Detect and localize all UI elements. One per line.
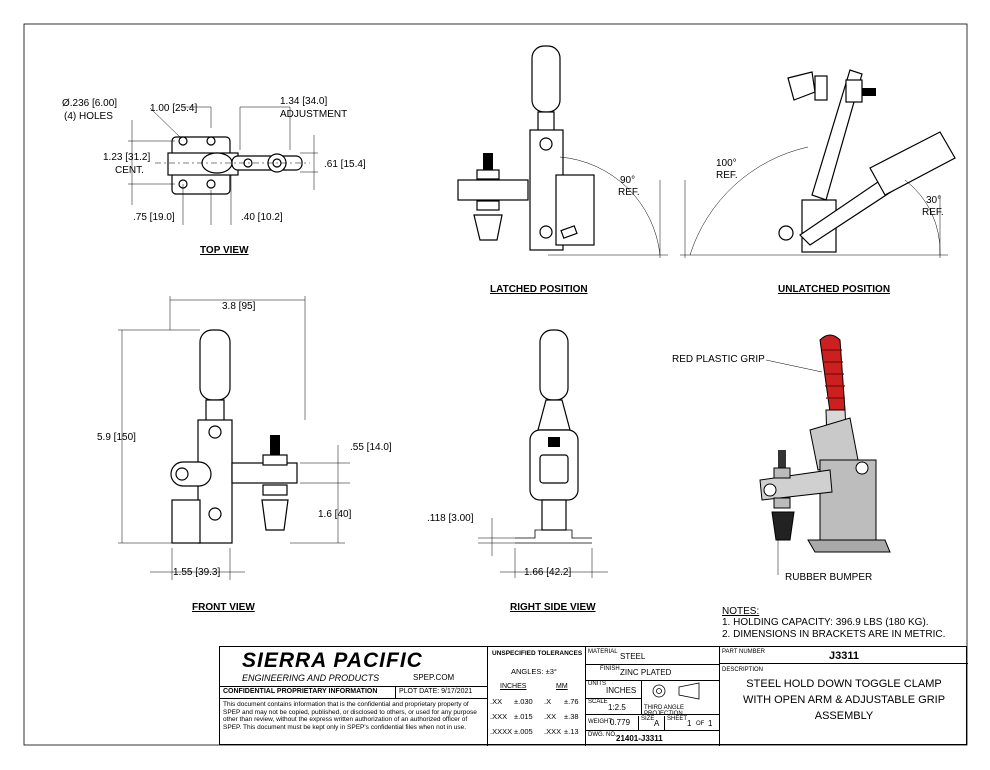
material-label: MATERIAL: [588, 649, 618, 655]
tolerance-cell: ±.13: [564, 727, 579, 736]
company-subtitle: ENGINEERING AND PRODUCTS: [242, 673, 380, 683]
dim-1-00: 1.00 [25.4]: [150, 103, 197, 114]
dim-angle-90: 90°: [620, 175, 635, 186]
notes: NOTES: 1. HOLDING CAPACITY: 396.9 LBS (1…: [722, 606, 945, 640]
callout-bumper: RUBBER BUMPER: [785, 572, 872, 583]
callout-grip: RED PLASTIC GRIP: [672, 354, 765, 365]
dim-center-label: CENT.: [115, 165, 144, 176]
top-view: Ø.236 [6.00] (4) HOLES 1.00 [25.4] 1.34 …: [62, 96, 366, 256]
tolerance-cell: .XXX: [544, 727, 562, 736]
notes-heading: NOTES:: [722, 606, 759, 617]
unlatched-view: 100° REF. 30° REF. UNLATCHED POSITION: [680, 69, 956, 295]
description-line-2: WITH OPEN ARM & ADJUSTABLE GRIP: [742, 694, 946, 706]
size-value: A: [654, 719, 660, 728]
latched-title: LATCHED POSITION: [490, 284, 588, 295]
description-label: DESCRIPTION: [722, 667, 764, 673]
sheet-value: 1: [687, 719, 692, 728]
dim-0-55: .55 [14.0]: [350, 442, 392, 453]
part-number: J3311: [829, 650, 859, 662]
tolerance-cell: .XXX: [490, 712, 508, 721]
confidential-text: This document contains information that …: [220, 699, 488, 746]
scale-value: 1:2.5: [608, 703, 626, 712]
top-view-title: TOP VIEW: [200, 245, 249, 256]
dim-height-5-9: 5.9 [150]: [97, 432, 136, 443]
unlatched-title: UNLATCHED POSITION: [778, 284, 890, 295]
units-value: INCHES: [606, 686, 637, 695]
dim-angle-90-ref: REF.: [618, 187, 640, 198]
finish-value: ZINC PLATED: [620, 668, 672, 677]
tolerance-cell: ±.38: [564, 712, 579, 721]
projection-label: THIRD ANGLE PROJECTION: [644, 705, 685, 717]
dim-hole-count: (4) HOLES: [64, 111, 113, 122]
finish-label: FINISH: [600, 666, 620, 672]
tolerance-row: .XXX ±.015 .XX ±.38: [490, 712, 586, 727]
units-label: UNITS: [588, 681, 606, 687]
latched-view: 90° REF. LATCHED POSITION: [457, 45, 668, 295]
confidential-heading: CONFIDENTIAL PROPRIETARY INFORMATION: [220, 687, 396, 699]
sheet-label: SHEET: [664, 716, 687, 730]
scale-label: SCALE: [588, 699, 608, 705]
part-number-label: PART NUMBER: [722, 649, 766, 655]
weight-label: WEIGHT: [588, 719, 612, 725]
tol-inches: INCHES: [500, 683, 527, 690]
tolerance-cell: ±.015: [514, 712, 533, 721]
tolerance-cell: .X: [544, 697, 552, 706]
dim-0-40: .40 [10.2]: [241, 212, 283, 223]
right-side-view-title: RIGHT SIDE VIEW: [510, 602, 596, 613]
tol-heading: UNSPECIFIED TOLERANCES: [492, 650, 583, 657]
material-value: STEEL: [620, 652, 646, 661]
dim-adjustment: 1.34 [34.0]: [280, 96, 327, 107]
weight-value: 0.779: [610, 718, 631, 727]
title-block: SIERRA PACIFIC ENGINEERING AND PRODUCTS …: [219, 646, 968, 746]
dim-1-66: 1.66 [42.2]: [524, 567, 571, 578]
dim-angle-100: 100°: [716, 158, 737, 169]
tolerance-cell: .XXXX: [490, 727, 513, 736]
tolerance-cell: .XX: [490, 697, 503, 706]
tolerance-cell: .XX: [544, 712, 557, 721]
tol-angles: ANGLES: ±3°: [511, 667, 557, 676]
tolerance-row: .XXXX±.005 .XXX±.13: [490, 727, 586, 742]
dim-width-3-8: 3.8 [95]: [222, 301, 256, 312]
dim-angle-30-ref: REF.: [922, 207, 944, 218]
company-name: SIERRA PACIFIC: [242, 649, 423, 672]
note-1: 1. HOLDING CAPACITY: 396.9 LBS (180 KG).: [722, 617, 929, 628]
dwg-value: 21401-J3311: [616, 734, 663, 743]
tolerance-cell: ±.76: [564, 697, 579, 706]
tolerance-cell: ±.005: [514, 727, 533, 736]
tol-mm: MM: [556, 683, 568, 690]
isometric-view: RED PLASTIC GRIP RUBBER BUMPER: [672, 334, 891, 583]
sheet-of-label: OF: [696, 721, 705, 727]
right-side-view: .118 [3.00] 1.66 [42.2] RIGHT SIDE VIEW: [427, 329, 608, 613]
dim-0-61: .61 [15.4]: [324, 159, 366, 170]
size-label: SIZE: [638, 716, 654, 730]
front-view: 3.8 [95] 5.9 [150] .55 [14.0] 1.6 [40] 1…: [97, 296, 392, 613]
dim-1-55: 1.55 [39.3]: [173, 567, 220, 578]
sheet-total: 1: [708, 719, 713, 728]
dim-angle-30: 30°: [926, 195, 941, 206]
dim-0-75: .75 [19.0]: [133, 212, 175, 223]
dwg-label: DWG. NO.: [588, 732, 617, 738]
projection-symbol: THIRD ANGLE PROJECTION: [641, 680, 720, 717]
note-2: 2. DIMENSIONS IN BRACKETS ARE IN METRIC.: [722, 629, 945, 640]
plot-date: PLOT DATE: 9/17/2021: [396, 687, 488, 699]
dim-adjustment-label: ADJUSTMENT: [280, 109, 347, 120]
dim-1-6: 1.6 [40]: [318, 509, 352, 520]
dim-0-118: .118 [3.00]: [427, 513, 474, 524]
description-line-1: STEEL HOLD DOWN TOGGLE CLAMP: [746, 678, 942, 690]
dim-center: 1.23 [31.2]: [103, 152, 150, 163]
dim-angle-100-ref: REF.: [716, 170, 738, 181]
front-view-title: FRONT VIEW: [192, 602, 255, 613]
company-site: SPEP.COM: [413, 673, 455, 682]
description-line-3: ASSEMBLY: [814, 710, 874, 722]
tolerance-row: .XX ±.030 .X ±.76: [490, 697, 586, 712]
tolerance-cell: ±.030: [514, 697, 533, 706]
sheet-border: [23, 23, 968, 746]
dim-hole-diameter: Ø.236 [6.00]: [62, 98, 117, 109]
